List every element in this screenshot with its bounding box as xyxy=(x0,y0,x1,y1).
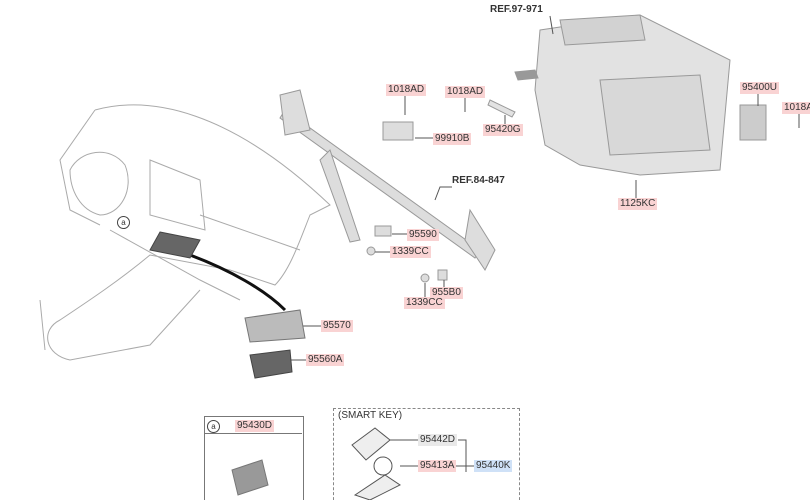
dashboard-illustration xyxy=(39,104,331,361)
part-label-99910B[interactable]: 99910B xyxy=(433,133,472,145)
part-label-1018A[interactable]: 1018A xyxy=(782,102,810,114)
part-95560A-illustration xyxy=(249,349,293,379)
part-label-1339CC[interactable]: 1339CC xyxy=(390,246,431,258)
part-label-95590[interactable]: 95590 xyxy=(407,229,439,241)
callout-marker-a: a xyxy=(117,216,130,229)
smart-key-box xyxy=(333,408,520,500)
part-label-1125KC[interactable]: 1125KC xyxy=(618,198,658,210)
part-label-1018AD[interactable]: 1018AD xyxy=(386,84,427,96)
part-label-95420G[interactable]: 95420G xyxy=(483,124,523,136)
part-95570-illustration xyxy=(244,309,306,343)
part-95430D-box xyxy=(204,416,304,500)
part-95430D-illustration xyxy=(231,459,269,496)
part-label-95440K[interactable]: 95440K xyxy=(474,460,513,472)
part-label-95400U[interactable]: 95400U xyxy=(740,82,780,94)
smart-key-body-illustration xyxy=(353,474,401,500)
part-label-95430D[interactable]: 95430D xyxy=(235,420,275,432)
part-95430D-box-header xyxy=(204,416,302,434)
part-label-95413A[interactable]: 95413A xyxy=(418,460,457,472)
part-label-955B0[interactable]: 955B0 xyxy=(430,287,463,299)
ref-cowl-link[interactable]: REF.84-847 xyxy=(452,175,505,186)
battery-illustration xyxy=(373,456,393,476)
part-label-1018AD[interactable]: 1018AD xyxy=(445,86,486,98)
cowl-crossbar xyxy=(279,89,496,283)
smart-key-cover-illustration xyxy=(351,427,391,461)
part-label-95570[interactable]: 95570 xyxy=(321,320,353,332)
part-label-95442D[interactable]: 95442D xyxy=(418,434,458,446)
part-label-95560A[interactable]: 95560A xyxy=(306,354,345,366)
part-label-1339CC[interactable]: 1339CC xyxy=(404,297,445,309)
smart-key-title: (SMART KEY) xyxy=(338,410,403,421)
ref-hvac-link[interactable]: REF.97-971 xyxy=(490,4,543,15)
console-tray xyxy=(149,231,201,259)
pointer-arrow xyxy=(189,253,287,312)
hvac-unit xyxy=(487,14,767,176)
callout-marker-a-box: a xyxy=(207,420,220,433)
